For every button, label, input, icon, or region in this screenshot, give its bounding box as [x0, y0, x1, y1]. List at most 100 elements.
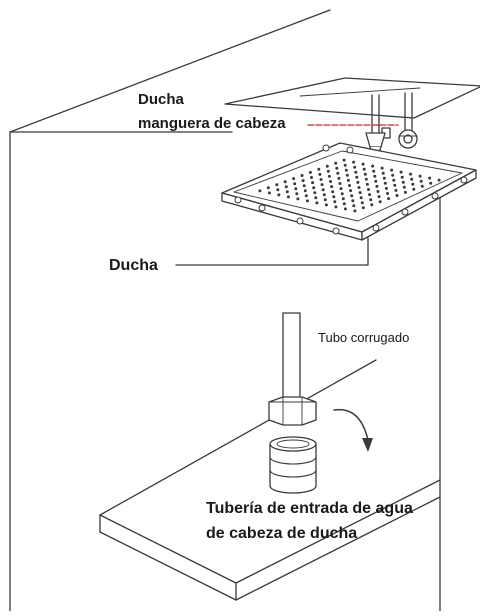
nozzle-dot	[356, 180, 360, 184]
nozzle-dot	[341, 197, 345, 201]
nozzle-dot	[383, 181, 387, 185]
nozzle-dot	[437, 178, 441, 182]
nozzle-dot	[319, 178, 323, 181]
shower-label: Ducha	[109, 257, 158, 274]
nozzle-dot	[326, 169, 330, 173]
nozzle-dot	[368, 193, 372, 197]
nozzle-dot	[372, 169, 376, 173]
nozzle-dot	[292, 177, 296, 181]
hose-label-line2: manguera de cabeza	[138, 115, 286, 132]
nozzle-dot	[382, 176, 386, 180]
nozzle-dot	[345, 173, 349, 177]
nozzle-dot	[343, 207, 347, 211]
nozzle-dot	[370, 203, 374, 207]
nozzle-dot	[318, 172, 322, 176]
nozzle-dot	[286, 195, 290, 199]
nozzle-dot	[294, 187, 298, 191]
hose-label-line1: Ducha	[138, 91, 184, 108]
nozzle-dot	[310, 176, 313, 179]
nozzle-dot	[395, 194, 399, 197]
nozzle-dot	[315, 201, 319, 205]
screw-icon	[460, 176, 468, 184]
nozzle-dot	[353, 165, 357, 169]
nozzle-dot	[322, 193, 326, 197]
nozzle-dot	[378, 200, 382, 204]
nozzle-dot	[317, 167, 321, 171]
nozzle-dot	[300, 174, 304, 177]
nozzle-dot	[384, 186, 388, 190]
nozzle-dot	[391, 173, 395, 177]
nozzle-dot	[301, 179, 305, 183]
nozzle-dot	[400, 175, 404, 179]
nozzle-dot	[367, 188, 370, 191]
screw-icon	[322, 144, 330, 152]
nozzle-dot	[321, 188, 325, 192]
nozzle-dot	[303, 189, 307, 193]
nozzle-dot	[276, 188, 280, 192]
screw-icon	[401, 208, 409, 216]
nozzle-dot	[331, 190, 335, 194]
shower-head	[221, 142, 477, 241]
nozzle-dot	[330, 185, 334, 189]
edge-screws	[234, 144, 468, 235]
nozzle-dot	[374, 179, 378, 183]
nozzle-dot	[266, 186, 270, 190]
nozzle-dot	[267, 191, 271, 195]
nozzle-dot	[334, 161, 338, 165]
nozzle-dot	[371, 164, 375, 168]
nozzle-dot	[355, 175, 359, 179]
nozzle-dots	[258, 158, 441, 213]
nozzle-dot	[381, 171, 385, 175]
rotation-arrow	[333, 408, 373, 452]
nozzle-dot	[401, 180, 405, 184]
nozzle-dot	[364, 177, 368, 181]
nozzle-dot	[369, 198, 373, 202]
nozzle-dot	[399, 170, 403, 174]
nozzle-dot	[429, 181, 433, 185]
screw-icon	[332, 227, 340, 235]
nozzle-dot	[410, 177, 414, 181]
nozzle-dot	[373, 174, 377, 178]
nozzle-dot	[335, 166, 339, 170]
nozzle-dot	[302, 184, 306, 188]
nozzle-dot	[320, 183, 324, 187]
nozzle-dot	[393, 183, 397, 187]
ceiling-plate	[224, 77, 480, 119]
nozzle-dot	[344, 168, 348, 172]
nozzle-dot	[354, 170, 358, 174]
nozzle-dot	[275, 183, 279, 187]
nozzle-dot	[337, 176, 341, 180]
nozzle-dot	[365, 182, 369, 186]
screw-icon	[296, 217, 304, 225]
nozzle-dot	[403, 190, 407, 194]
nozzle-dot	[352, 204, 356, 208]
nozzle-dot	[361, 206, 365, 210]
nozzle-dot	[353, 209, 357, 213]
screw-icon	[234, 196, 242, 204]
nozzle-dot	[338, 182, 342, 185]
nozzle-dot	[339, 187, 343, 191]
nozzle-dot	[312, 186, 316, 190]
nozzle-dot	[336, 171, 340, 175]
corrugated-tube	[268, 312, 317, 426]
screw-icon	[372, 224, 380, 232]
nozzle-dot	[357, 186, 361, 189]
nozzle-dot	[308, 170, 312, 174]
nozzle-dot	[348, 184, 351, 187]
nozzle-dot	[418, 174, 422, 178]
nozzle-dot	[419, 179, 423, 183]
nozzle-dot	[329, 180, 332, 183]
nozzle-dot	[420, 184, 424, 188]
screw-icon	[431, 192, 439, 200]
nozzle-dot	[360, 201, 364, 205]
nozzle-dot	[324, 203, 328, 207]
nozzle-dot	[412, 187, 416, 191]
nozzle-dot	[313, 191, 317, 195]
nozzle-dot	[293, 182, 297, 186]
nozzle-dot	[343, 163, 347, 167]
nozzle-dot	[295, 192, 299, 196]
nozzle-dot	[296, 197, 300, 201]
nozzle-dot	[352, 160, 356, 164]
